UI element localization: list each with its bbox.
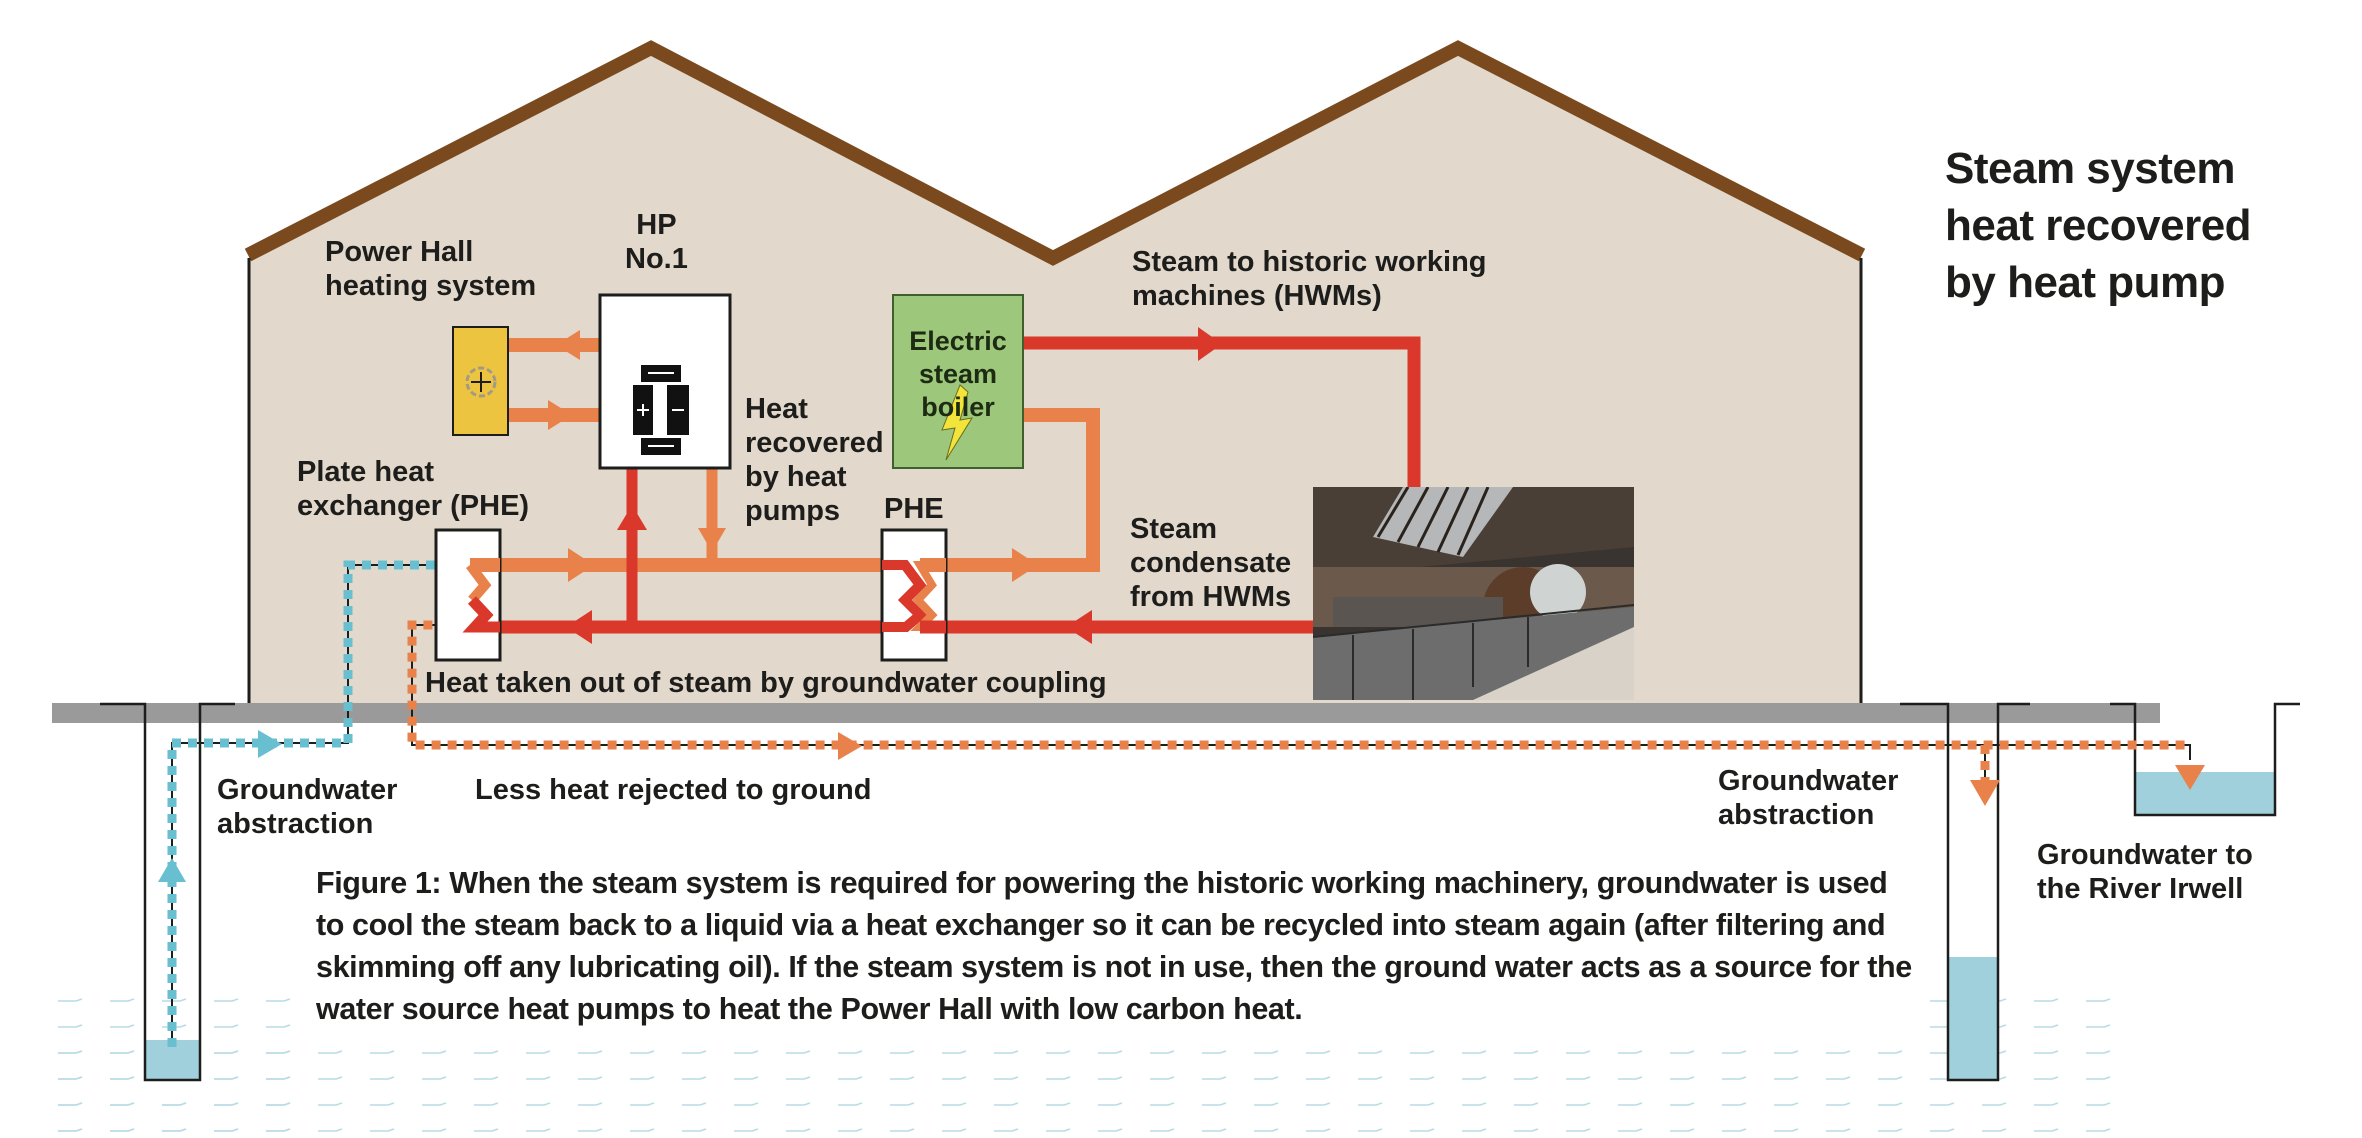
arrow-down-icon [1970,780,2000,806]
label-phe: PHE [884,493,944,525]
label-steam-condensate: Steam condensate from HWMs [1130,513,1292,613]
lightning-bolt-icon [941,384,974,461]
heat-pump-unit [598,293,732,470]
roof [244,40,1866,266]
label-power-hall-heating: Power Hall heating system [325,236,537,302]
label-less-heat-rejected: Less heat rejected to ground [475,774,872,806]
arrow-up-icon [158,858,186,882]
electric-steam-boiler [892,294,1024,469]
arrow-left-icon [566,610,592,644]
label-plate-heat-exchanger: Plate heat exchanger (PHE) [297,456,530,522]
label-electric-steam-boiler: Electric steam boiler [909,326,1007,422]
river-basin [2110,702,2300,817]
label-groundwater-abstraction-right: Groundwater abstraction [1718,765,1899,831]
groundwater-texture [52,985,2127,1135]
arrow-right-icon [568,548,594,582]
label-groundwater-to-river: Groundwater to the River Irwell [2037,839,2253,905]
label-steam-to-hwms: Steam to historic working machines (HWMs… [1132,246,1487,312]
plate-heat-exchanger-left [434,528,502,662]
label-groundwater-abstraction-left: Groundwater abstraction [217,774,398,840]
right-well [1900,702,2030,1082]
arrow-down-icon [2175,765,2205,790]
arrow-right-icon [1012,548,1038,582]
diagram-title: Steam system heat recovered by heat pump [1945,144,2252,307]
arrow-left-icon [1066,610,1092,644]
plate-heat-exchanger-right [880,528,948,662]
label-heat-taken-out: Heat taken out of steam by groundwater c… [425,667,1107,699]
arrow-right-icon [258,730,282,758]
label-hp-no1: HP No.1 [625,209,688,275]
arrow-right-icon [1198,327,1222,361]
arrow-left-icon [556,330,580,360]
arrow-right-icon [548,400,572,430]
radiator-plus-icon [465,366,497,398]
arrow-right-icon [838,732,862,760]
arrow-up-icon [617,505,647,530]
heat-recovery-loop [470,330,1100,582]
label-heat-recovered: Heat recovered by heat pumps [745,393,884,527]
figure-caption: Figure 1: When the steam system is requi… [316,866,1912,1026]
heat-pump-battery-icon [633,365,689,455]
arrow-down-icon [698,528,726,552]
hwm-photo [1313,487,1634,700]
ground-surface [52,703,2160,723]
power-hall-heater [452,326,509,436]
